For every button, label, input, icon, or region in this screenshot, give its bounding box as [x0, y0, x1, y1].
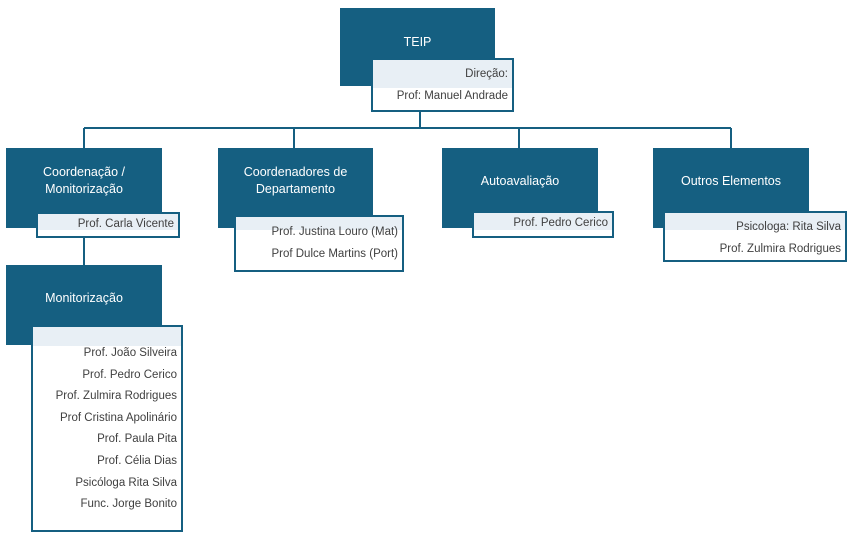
node-coordenadores-title: Coordenadores de Departamento — [243, 165, 348, 196]
node-monitorizacao-line-8: Func. Jorge Bonito — [80, 498, 177, 511]
node-coordenadores-line-2: Prof Dulce Martins (Port) — [271, 247, 398, 260]
node-teip-title: TEIP — [403, 34, 432, 49]
node-outros-details: Psicologa: Rita Silva Prof. Zulmira Rodr… — [663, 211, 847, 262]
node-teip-line-2: Prof: Manuel Andrade — [396, 89, 508, 102]
node-teip-details: Direção: Prof: Manuel Andrade — [371, 58, 514, 112]
node-monitorizacao-line-4: Prof Cristina Apolinário — [60, 411, 177, 424]
node-coordenacao-title: Coordenação / Monitorização — [42, 165, 125, 196]
node-monitorizacao-details: Prof. João Silveira Prof. Pedro Cerico P… — [31, 325, 183, 532]
node-coordenacao-line-1: Prof. Carla Vicente — [77, 218, 174, 230]
node-teip-line-1: Direção: — [465, 68, 508, 80]
node-autoavaliacao-title: Autoavaliação — [480, 173, 560, 188]
node-monitorizacao-line-2: Prof. Pedro Cerico — [82, 368, 177, 381]
node-monitorizacao-title: Monitorização — [45, 290, 123, 305]
node-autoavaliacao-line-1: Prof. Pedro Cerico — [513, 217, 608, 229]
node-monitorizacao-line-3: Prof. Zulmira Rodrigues — [55, 390, 177, 403]
node-monitorizacao-line-6: Prof. Célia Dias — [97, 454, 177, 467]
node-coordenadores-line-1: Prof. Justina Louro (Mat) — [271, 226, 398, 238]
node-outros-line-1: Psicologa: Rita Silva — [736, 221, 841, 233]
node-monitorizacao-line-5: Prof. Paula Pita — [97, 433, 177, 446]
node-coordenadores-header: Coordenadores de Departamento — [218, 148, 373, 228]
node-autoavaliacao-details: Prof. Pedro Cerico — [472, 211, 614, 238]
node-coordenacao-details: Prof. Carla Vicente — [36, 212, 180, 238]
node-outros-title: Outros Elementos — [680, 173, 782, 188]
node-monitorizacao-line-1: Prof. João Silveira — [83, 347, 177, 359]
node-outros-line-2: Prof. Zulmira Rodrigues — [719, 242, 841, 255]
node-coordenadores-details: Prof. Justina Louro (Mat) Prof Dulce Mar… — [234, 215, 404, 272]
node-monitorizacao-line-7: Psicóloga Rita Silva — [75, 476, 177, 489]
